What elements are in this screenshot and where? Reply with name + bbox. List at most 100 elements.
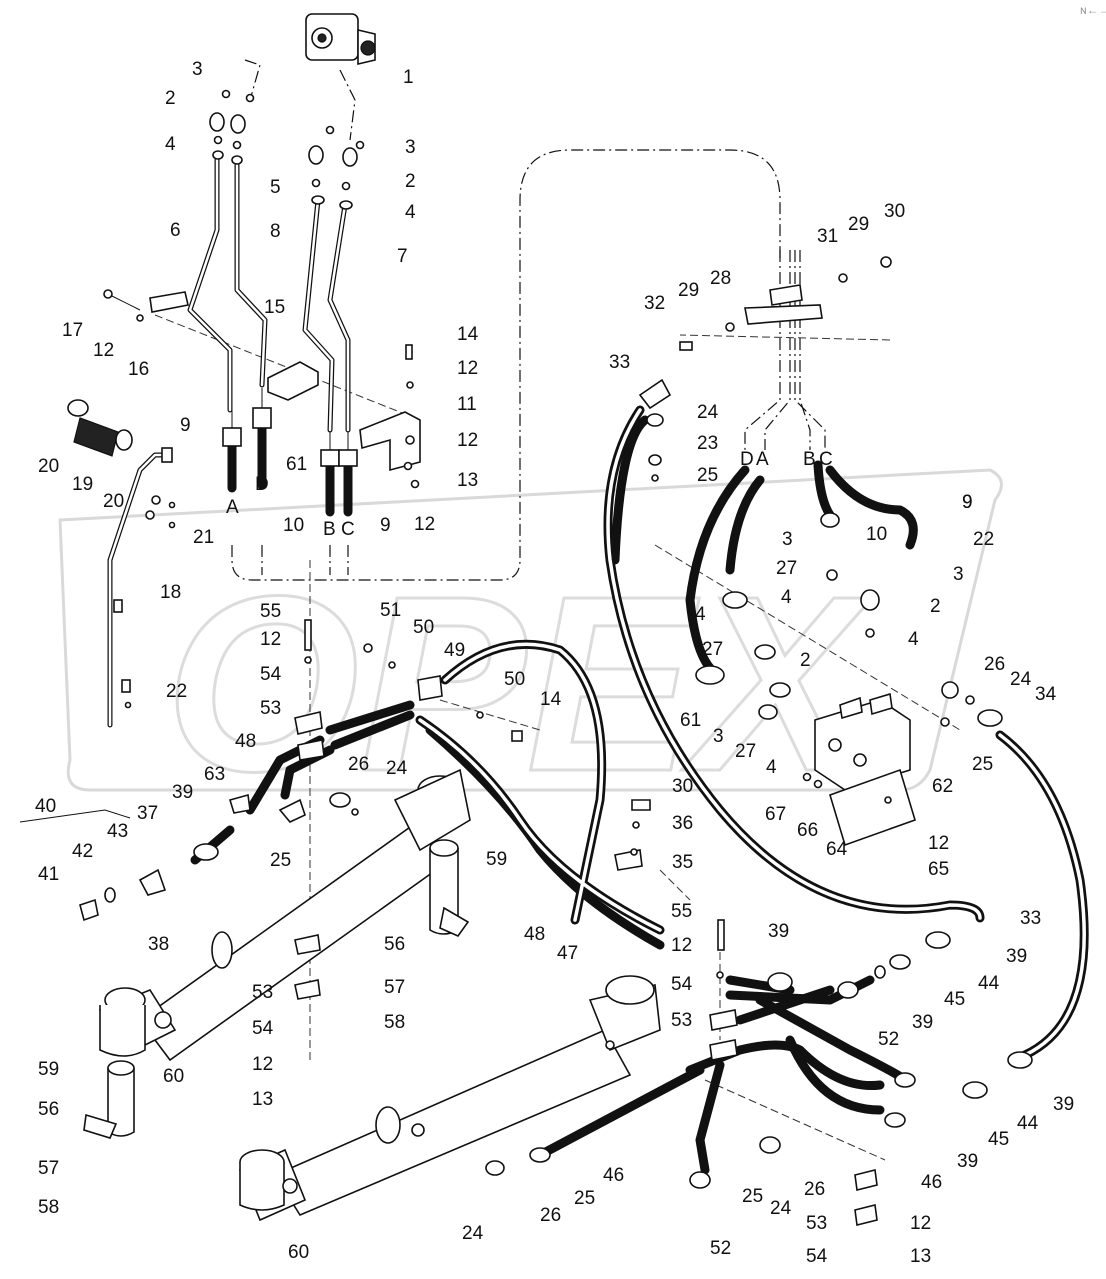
port-label-valve-0: D xyxy=(740,449,754,470)
part-number-callout: 26 xyxy=(540,1205,561,1226)
part-number-callout: 25 xyxy=(972,754,993,775)
part-number-callout: 65 xyxy=(928,859,949,880)
part-number-callout: 59 xyxy=(486,849,507,870)
part-number-callout: 32 xyxy=(644,293,665,314)
part-number-callout: 39 xyxy=(172,782,193,803)
fittings-top xyxy=(209,89,365,210)
hose-ends-left xyxy=(222,388,358,517)
part-number-callout: 25 xyxy=(742,1186,763,1207)
part-number-callout: 39 xyxy=(1006,946,1027,967)
part-number-callout: 10 xyxy=(283,515,304,536)
part-number-callout: 12 xyxy=(93,340,114,361)
part-number-callout: 3 xyxy=(953,564,964,585)
part-number-callout: 54 xyxy=(806,1246,828,1267)
part-number-callout: 12 xyxy=(260,629,281,650)
part-number-callout: 26 xyxy=(984,654,1005,675)
part-number-callout: 66 xyxy=(797,820,818,841)
part-number-callout: 58 xyxy=(384,1012,405,1033)
part-number-callout: 33 xyxy=(609,352,630,373)
part-number-callout: 1 xyxy=(403,67,414,88)
part-number-callout: 11 xyxy=(457,394,477,415)
steering-valve xyxy=(305,13,376,66)
part-number-callout: 29 xyxy=(678,280,699,301)
watermark: OPEX xyxy=(58,468,1003,825)
hydraulic-hoses xyxy=(190,405,1089,1175)
part-number-callout: 49 xyxy=(444,640,465,661)
part-number-callout: 13 xyxy=(457,470,478,491)
part-number-callout: 54 xyxy=(252,1018,274,1039)
part-number-callout: 9 xyxy=(962,492,973,513)
part-number-callout: 6 xyxy=(170,220,181,241)
part-number-callout: 38 xyxy=(148,934,169,955)
part-number-callout: 39 xyxy=(957,1151,978,1172)
port-label-left-3: C xyxy=(341,519,355,540)
part-number-callout: 48 xyxy=(235,731,256,752)
part-number-callout: 59 xyxy=(38,1059,59,1080)
part-number-callout: 63 xyxy=(204,764,225,785)
part-number-callout: 12 xyxy=(457,358,478,379)
part-number-callout: 26 xyxy=(348,754,369,775)
port-label-valve-1: A xyxy=(756,449,769,470)
part-number-callout: 60 xyxy=(163,1066,184,1087)
watermark-text: OPEX xyxy=(165,544,873,823)
part-number-callout: 45 xyxy=(944,989,965,1010)
left-cylinder xyxy=(83,768,471,1139)
part-number-callout: 31 xyxy=(817,226,838,247)
part-number-callout: 4 xyxy=(781,587,792,608)
part-number-callout: 39 xyxy=(1053,1094,1074,1115)
part-number-callout: 12 xyxy=(671,935,692,956)
part-number-callout: 67 xyxy=(765,804,786,825)
part-number-callout: 12 xyxy=(457,430,478,451)
part-number-callout: 14 xyxy=(540,689,562,710)
part-number-callout: 61 xyxy=(286,454,307,475)
part-number-callout: 22 xyxy=(166,681,187,702)
port-labels-left: A D B C xyxy=(226,474,355,540)
part-number-callout: 29 xyxy=(848,214,869,235)
part-number-callout: 40 xyxy=(35,796,56,817)
part-number-callout: 55 xyxy=(260,601,281,622)
part-number-callout: 43 xyxy=(107,821,128,842)
part-number-callout: 12 xyxy=(414,514,435,535)
part-number-callout: 24 xyxy=(1010,669,1032,690)
part-number-callout: 8 xyxy=(270,221,281,242)
part-number-callout: 64 xyxy=(826,839,848,860)
part-number-callout: 13 xyxy=(252,1089,273,1110)
part-number-callout: 27 xyxy=(735,741,756,762)
part-number-callout: 13 xyxy=(910,1246,931,1267)
port-label-left-1: D xyxy=(255,474,269,495)
part-number-callout: 46 xyxy=(603,1165,624,1186)
part-number-callout: 24 xyxy=(770,1198,792,1219)
part-number-callout: 61 xyxy=(680,710,701,731)
part-number-callout: 28 xyxy=(710,268,731,289)
part-number-callout: 39 xyxy=(768,921,789,942)
part-number-callout: 2 xyxy=(930,596,941,617)
part-number-callout: 52 xyxy=(878,1029,899,1050)
part-number-callout: 5 xyxy=(270,177,281,198)
part-number-callout: 39 xyxy=(912,1012,933,1033)
part-number-callout: 37 xyxy=(137,803,158,824)
part-number-callout: 50 xyxy=(504,669,525,690)
part-number-callout: 56 xyxy=(384,934,405,955)
part-number-callout: 4 xyxy=(908,629,919,650)
routing-lines xyxy=(154,59,961,1161)
part-number-callout: 25 xyxy=(270,850,291,871)
part-number-callout: 53 xyxy=(806,1213,827,1234)
corner-mark: ɴ←→ xyxy=(1080,3,1106,17)
control-valve xyxy=(695,512,1003,847)
part-number-callout: 30 xyxy=(884,201,905,222)
part-number-callout: 46 xyxy=(921,1172,942,1193)
part-number-callout: 4 xyxy=(165,134,176,155)
part-number-callout: 24 xyxy=(462,1223,484,1244)
brackets xyxy=(103,289,421,489)
handle-assembly xyxy=(67,399,176,728)
part-number-callout: 56 xyxy=(38,1099,59,1120)
port-label-valve-3: C xyxy=(819,449,833,470)
part-number-callout: 30 xyxy=(672,776,693,797)
part-number-callout: 3 xyxy=(192,59,203,80)
part-number-callout: 2 xyxy=(800,650,811,671)
part-number-callout: 55 xyxy=(671,901,692,922)
port-label-left-2: B xyxy=(323,519,336,540)
part-number-callout: 54 xyxy=(671,974,693,995)
part-number-callout: 48 xyxy=(524,924,545,945)
